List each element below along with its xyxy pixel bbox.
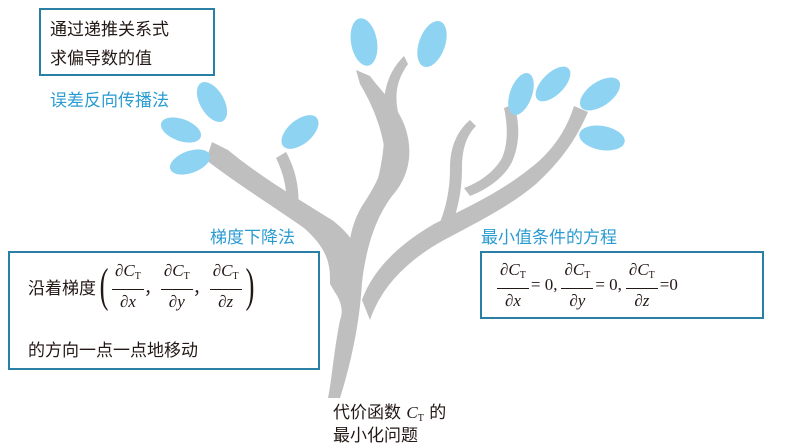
leaf — [579, 125, 625, 151]
sep-1: ， — [143, 278, 161, 299]
fraction-z: ∂CT ∂z — [209, 260, 242, 313]
leaf — [196, 82, 228, 122]
min-condition-label: 最小值条件的方程 — [481, 228, 617, 248]
cost-function-line2: 最小化问题 — [333, 426, 418, 446]
left-paren: ( — [99, 259, 109, 312]
sep-2: ， — [192, 278, 210, 299]
gradient-box — [8, 251, 320, 370]
leaf — [508, 72, 534, 116]
fraction-x: ∂CT ∂x — [111, 260, 144, 313]
gradient-suffix: 的方向一点一点地移动 — [28, 341, 198, 361]
leaf — [417, 21, 447, 67]
eq-fraction-z: ∂CT ∂z — [625, 259, 658, 312]
backprop-label: 误差反向传播法 — [50, 91, 169, 111]
eq-fraction-y: ∂CT ∂y — [561, 259, 594, 312]
leaf — [535, 66, 571, 102]
right-paren: ) — [245, 259, 254, 312]
eq-zero-1: = 0, — [530, 275, 558, 294]
leaf — [579, 77, 621, 111]
eq-fraction-x: ∂CT ∂x — [497, 259, 529, 312]
leaf — [350, 18, 378, 66]
recurrence-line1: 通过递推关系式 — [50, 20, 169, 40]
leaf — [160, 117, 202, 143]
leaf — [169, 149, 211, 175]
cost-function-line1: 代价函数 CT 的 — [333, 403, 447, 424]
gradient-prefix: 沿着梯度 — [28, 278, 96, 299]
gradient-formula-row: 沿着梯度 ( ∂CT ∂x ， ∂CT ∂y ， ∂CT ∂z ) — [28, 258, 258, 314]
eq-zero-3: =0 — [659, 275, 678, 294]
gradient-descent-label: 梯度下降法 — [210, 228, 295, 248]
min-condition-equations: ∂CT ∂x = 0, ∂CT ∂y = 0, ∂CT ∂z =0 — [497, 258, 678, 312]
tree-trunk — [206, 56, 588, 398]
recurrence-box — [39, 8, 215, 76]
tree-leaves — [160, 18, 625, 175]
recurrence-line2: 求偏导数的值 — [50, 49, 152, 69]
min-condition-box — [480, 251, 764, 319]
leaf — [281, 115, 319, 149]
eq-zero-2: = 0, — [595, 275, 622, 294]
fraction-y: ∂CT ∂y — [160, 260, 193, 313]
